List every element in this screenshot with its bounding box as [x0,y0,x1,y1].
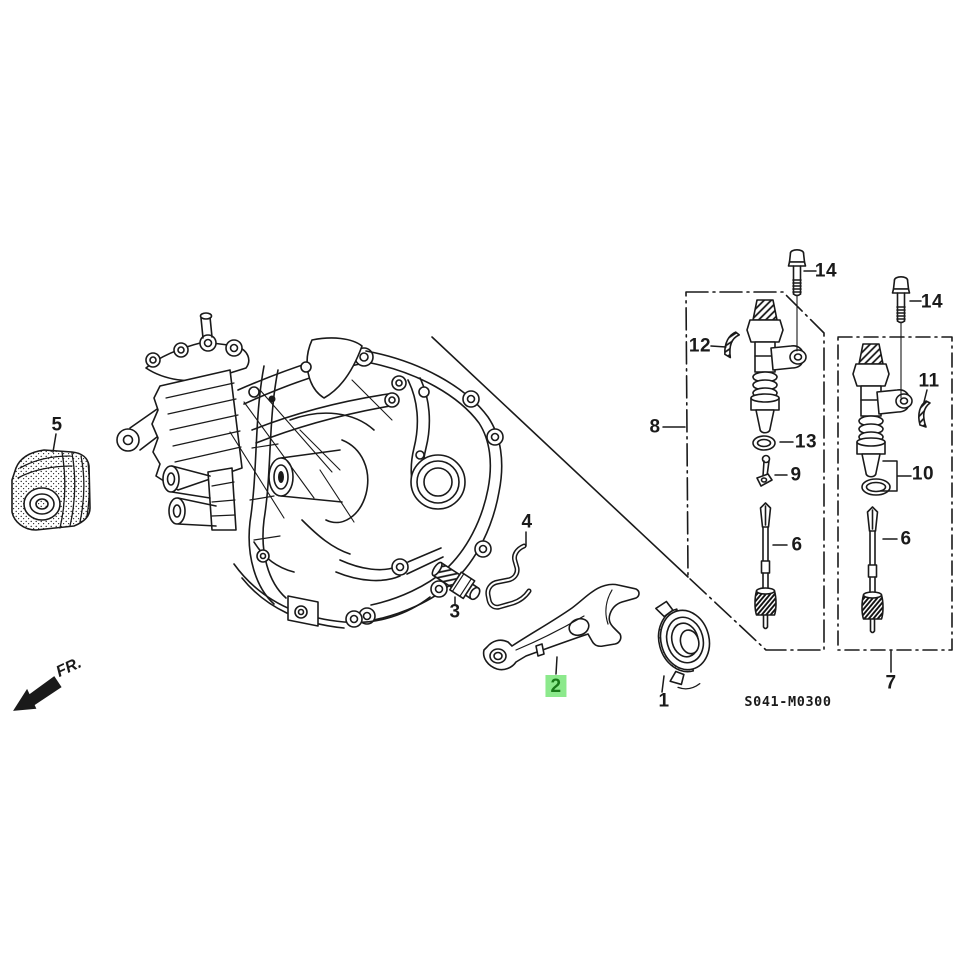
part-label-4[interactable]: 4 [521,511,533,533]
part-label-8[interactable]: 8 [649,416,661,438]
pivot-bolt-part-3-art [431,561,481,601]
boot-part-5-art [11,449,91,531]
transmission-case-art [116,312,504,629]
part-label-9[interactable]: 9 [790,464,802,486]
gear-shaft-part-6-left-art [754,502,777,630]
gear-shaft-part-6-right-art [861,506,884,634]
speed-sensor-part-10-art [852,343,913,478]
pin-part-9-art [756,454,773,487]
o-ring-part-10-art [861,478,891,496]
part-label-5[interactable]: 5 [51,414,63,436]
clip-part-12-art [722,329,741,360]
fr-direction-arrow: FR. [13,655,85,711]
part-label-10[interactable]: 10 [911,463,935,485]
part-label-6-right[interactable]: 6 [900,528,912,550]
part-label-14-right[interactable]: 14 [920,291,944,313]
part-label-1[interactable]: 1 [658,690,670,712]
diagram-code: S041-M0300 [744,694,832,710]
part-label-6-left[interactable]: 6 [791,534,803,556]
release-fork-spring-part-4-art [485,543,532,610]
callout-leader-lines [52,270,928,693]
group-box-7 [837,336,953,651]
part-label-11[interactable]: 11 [918,370,940,392]
part-label-3[interactable]: 3 [449,601,461,623]
part-label-2-highlighted[interactable]: 2 [545,675,567,697]
bolt-part-14-left-art [787,249,807,297]
part-label-13[interactable]: 13 [794,431,818,453]
part-label-7[interactable]: 7 [885,672,897,694]
fr-label: FR. [54,655,85,681]
part-label-12[interactable]: 12 [688,335,712,357]
release-bearing-part-1-art [655,600,711,690]
group-leader-line [431,336,689,578]
bolt-part-14-right-art [891,275,911,324]
release-fork-part-2-art [482,583,640,671]
clip-part-11-art [918,400,931,428]
group-box-8 [685,291,825,651]
washer-part-13-art [752,435,776,451]
part-label-14-left[interactable]: 14 [814,260,838,282]
